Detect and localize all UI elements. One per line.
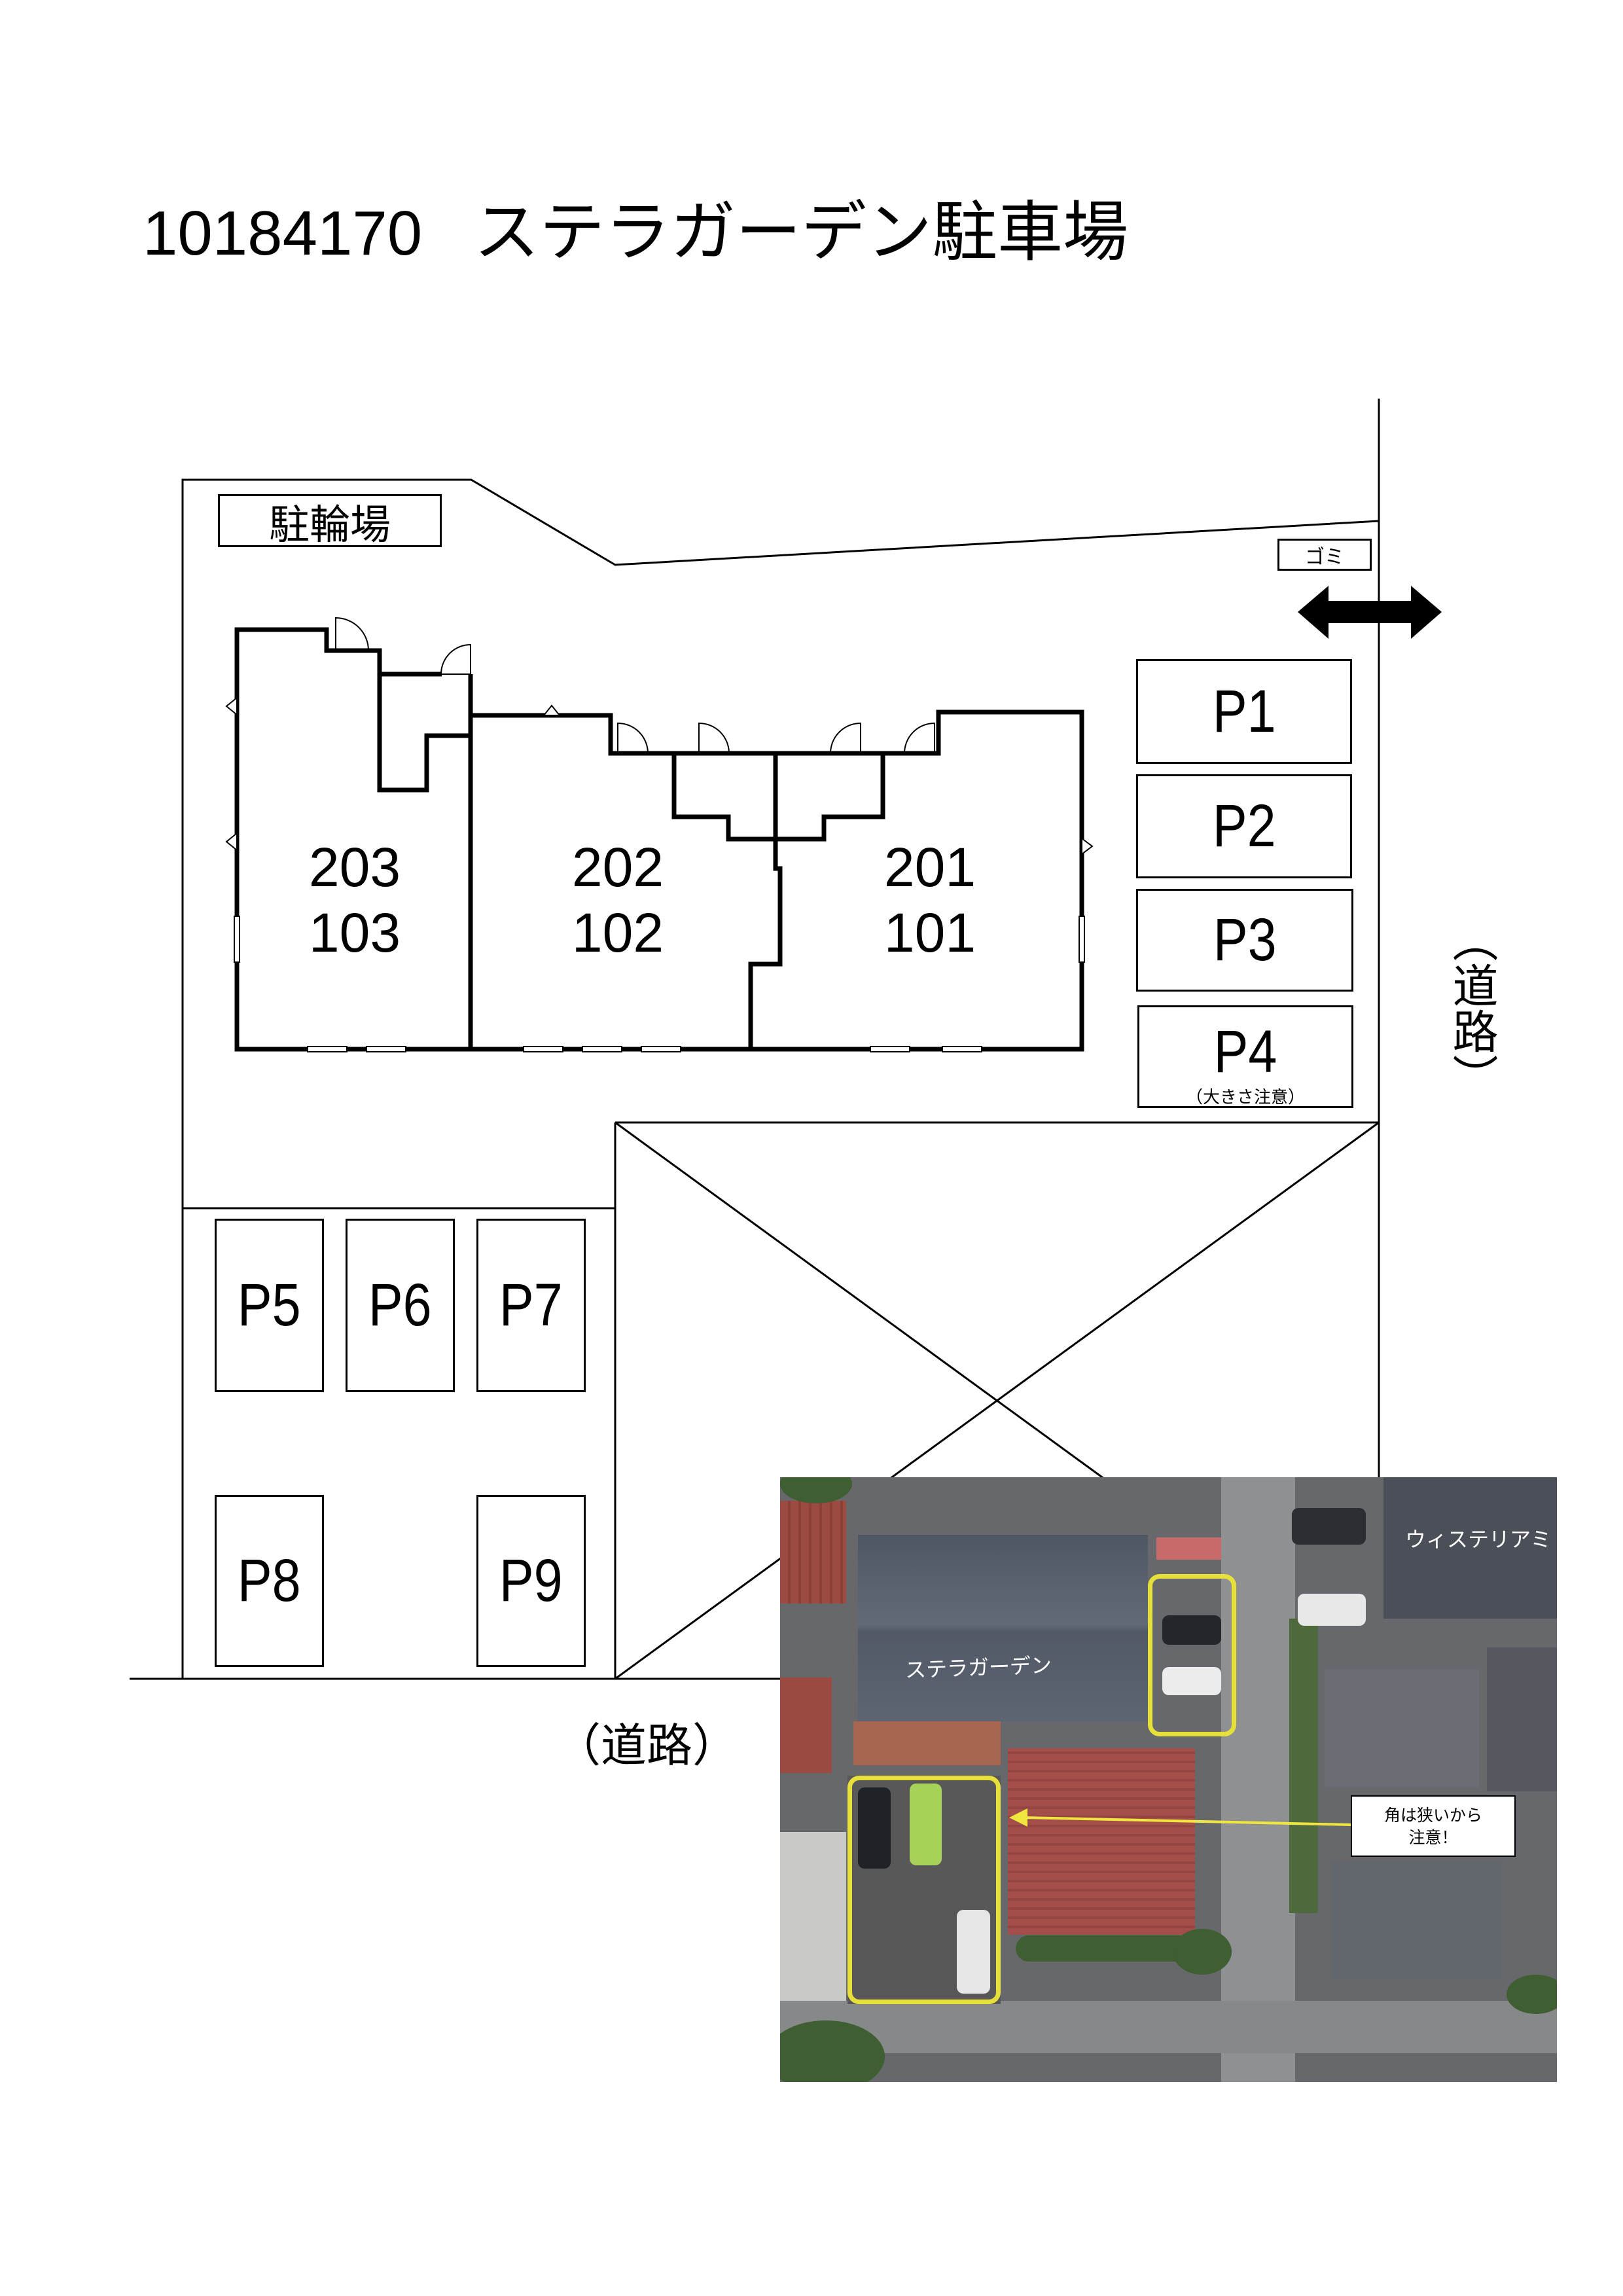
window-symbols <box>225 696 1094 1052</box>
garbage-text: ゴミ <box>1305 546 1344 568</box>
tree <box>1507 1975 1557 2014</box>
parking-space-p9: P9 <box>476 1495 586 1667</box>
callout-line2: 注意！ <box>1408 1829 1458 1847</box>
page-title: 10184170 ステラガーデン駐車場 <box>143 196 1128 288</box>
bicycle-parking-label: 駐輪場 <box>218 494 442 548</box>
road-label-bottom: （道路） <box>555 1720 738 1771</box>
aerial-photo: ステラガーデン ウィステリアミ 角は狭いから 注意！ <box>780 1477 1557 2082</box>
door-symbols <box>335 617 935 754</box>
parking-space-p3: P3 <box>1136 889 1353 992</box>
small-red-structure <box>1156 1537 1221 1560</box>
parking-label: P3 <box>1213 906 1277 973</box>
property-id: 10184170 <box>143 198 423 268</box>
car <box>858 1787 891 1869</box>
car <box>1162 1667 1221 1695</box>
tree <box>780 2020 885 2082</box>
unit-202-102: 202 102 <box>546 834 690 965</box>
red-roof-building <box>780 1677 832 1773</box>
parking-label: P9 <box>499 1547 563 1614</box>
parking-label: P2 <box>1212 793 1276 859</box>
caution-callout: 角は狭いから 注意！ <box>1351 1795 1516 1857</box>
car <box>1292 1508 1366 1545</box>
parking-space-p5: P5 <box>215 1219 324 1392</box>
parking-space-p4: P4 （大きさ注意） <box>1137 1005 1353 1108</box>
property-name: ステラガーデン駐車場 <box>474 196 1129 269</box>
red-roof-house <box>1008 1748 1195 1935</box>
unit-upper: 202 <box>571 836 664 898</box>
parking-label: P5 <box>238 1272 301 1338</box>
car <box>1298 1594 1366 1626</box>
hedge <box>1016 1935 1192 1962</box>
unit-lower: 101 <box>883 902 976 963</box>
neighbor-building-label: ウィステリアミ <box>1405 1528 1552 1551</box>
parking-space-p7: P7 <box>476 1219 586 1392</box>
brown-roof-strip <box>853 1721 1001 1765</box>
parking-label: P8 <box>238 1547 301 1614</box>
parking-space-p1: P1 <box>1136 659 1352 764</box>
parking-size-note: （大きさ注意） <box>1185 1087 1305 1107</box>
parking-space-p2: P2 <box>1136 774 1352 878</box>
callout-line1: 角は狭いから <box>1383 1806 1482 1825</box>
car <box>1162 1615 1221 1645</box>
gray-roof-building <box>1487 1647 1557 1791</box>
garbage-area-label: ゴミ <box>1277 539 1372 571</box>
unit-upper: 201 <box>883 836 976 898</box>
parking-label: P7 <box>499 1272 563 1338</box>
red-roof-building <box>780 1501 846 1604</box>
callout-pointer <box>1009 1808 1351 1827</box>
road-horizontal <box>780 2001 1557 2053</box>
unit-upper: 203 <box>308 836 401 898</box>
roadside-greenery <box>1289 1619 1318 1913</box>
double-arrow-icon <box>1298 586 1442 639</box>
white-building <box>780 1832 846 2001</box>
tree <box>1173 1929 1232 1975</box>
parking-label: P1 <box>1212 677 1276 745</box>
parking-label: P4 <box>1213 1018 1277 1085</box>
neighbor-building <box>1383 1477 1557 1619</box>
unit-lower: 103 <box>308 902 401 963</box>
road-label-right: （道路） <box>1446 916 1497 1100</box>
highlight-box-p5-p9 <box>847 1776 1001 2004</box>
parking-label: P6 <box>368 1272 432 1338</box>
car <box>957 1910 990 1994</box>
unit-lower: 102 <box>571 902 664 963</box>
gray-roof-building <box>1325 1670 1479 1787</box>
unit-203-103: 203 103 <box>283 834 427 965</box>
parking-space-p8: P8 <box>215 1495 324 1667</box>
bicycle-parking-text: 駐輪場 <box>268 502 391 548</box>
highlight-box-p1-p4 <box>1148 1574 1236 1736</box>
car <box>910 1784 942 1865</box>
gray-roof-building <box>1332 1861 1501 1979</box>
parking-space-p6: P6 <box>346 1219 455 1392</box>
unit-201-101: 201 101 <box>858 834 1002 965</box>
stella-garden-roof <box>858 1535 1148 1721</box>
